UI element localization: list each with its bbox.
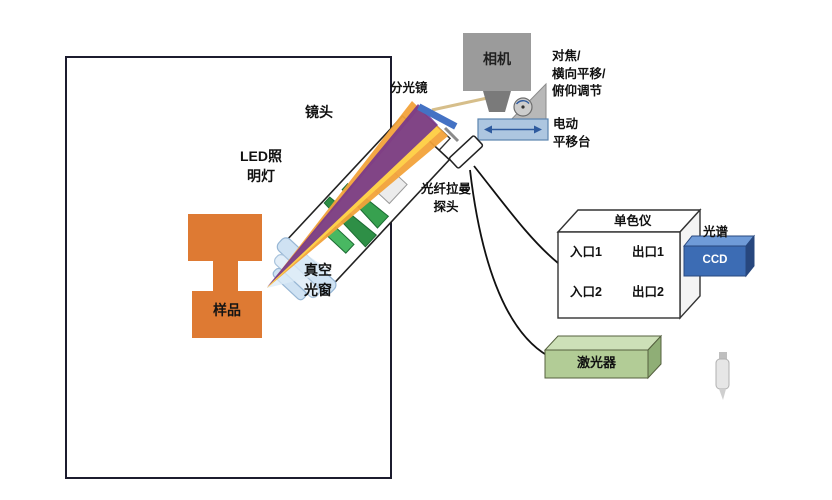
motor-stage	[477, 118, 549, 141]
laser-top-face	[543, 335, 663, 351]
light-beams	[267, 95, 493, 288]
camera-assembly	[463, 33, 531, 112]
camera-lens-tube	[483, 91, 511, 112]
sample-upper-block	[188, 214, 262, 261]
stage-arrow-right	[534, 125, 542, 134]
ccd-box	[682, 234, 756, 278]
fiber-to-laser	[469, 169, 549, 357]
label-led: LED照 明灯	[240, 148, 282, 184]
label-spectrum: 光谱	[703, 225, 729, 239]
sample-lower-block	[192, 291, 262, 338]
vial-icon	[715, 352, 730, 400]
sample-stem	[213, 261, 238, 291]
label-entrance-1: 入口1	[570, 245, 602, 259]
laser-front-face	[544, 349, 649, 379]
stage-arrow-left	[484, 125, 492, 134]
mono-front-face	[557, 231, 681, 319]
label-lens: 镜头	[305, 104, 333, 120]
ccd-front-face	[683, 245, 747, 277]
probe-body	[448, 135, 484, 169]
fiber-to-monochromator	[473, 165, 559, 264]
beam-purple	[267, 104, 438, 287]
label-laser: 激光器	[576, 355, 616, 370]
label-window: 真空 光窗	[304, 262, 332, 298]
label-probe: 光纤拉曼 探头	[420, 182, 471, 214]
label-exit-1: 出口1	[632, 245, 664, 259]
label-camera: 相机	[483, 51, 511, 67]
fiber-probe	[443, 126, 484, 169]
label-adjust: 对焦/ 横向平移/ 俯仰调节	[552, 49, 606, 98]
vial-tip	[719, 389, 726, 400]
label-ccd: CCD	[702, 254, 728, 266]
label-entrance-2: 入口2	[570, 285, 602, 299]
camera-body	[463, 33, 531, 91]
label-stage: 电动 平移台	[553, 117, 591, 149]
label-sample: 样品	[213, 302, 241, 318]
vial-body	[715, 358, 730, 390]
probe-connector	[443, 126, 460, 143]
dial-center	[521, 105, 525, 109]
vial-cap	[719, 352, 727, 359]
beam-to-camera	[431, 95, 493, 112]
laser-box	[543, 334, 663, 380]
label-monochromator: 单色仪	[614, 214, 652, 228]
label-beam-splitter: 分光镜	[390, 81, 428, 95]
sample-holder	[188, 214, 262, 338]
label-exit-2: 出口2	[632, 285, 664, 299]
led-light-cone	[267, 250, 332, 288]
beam-splitter	[417, 103, 458, 130]
dial-arrow	[515, 100, 530, 105]
